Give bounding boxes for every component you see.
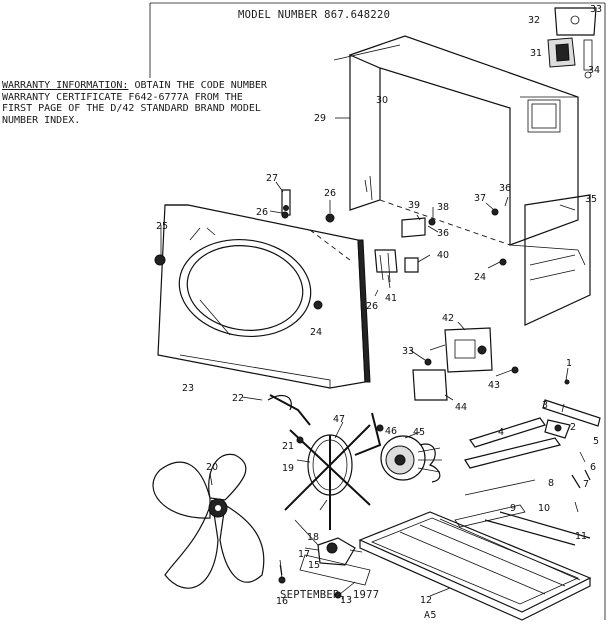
callout-43: 43 bbox=[488, 380, 500, 391]
callout-33-top: 33 bbox=[590, 4, 602, 15]
callout-46: 46 bbox=[385, 426, 397, 437]
callout-36-right: 36 bbox=[499, 183, 511, 194]
callout-6: 6 bbox=[590, 462, 596, 473]
callout-36-center: 36 bbox=[437, 228, 449, 239]
publication-date: SEPTEMBER, 1977 bbox=[280, 589, 380, 601]
motor-mount-bracket bbox=[299, 537, 371, 586]
callout-8: 8 bbox=[548, 478, 554, 489]
callout-5: 5 bbox=[593, 436, 599, 447]
callout-22: 22 bbox=[232, 393, 244, 404]
callout-26-center: 26 bbox=[366, 301, 378, 312]
fan-blade bbox=[152, 453, 265, 589]
callout-45: 45 bbox=[413, 427, 425, 438]
callout-2: 2 bbox=[570, 422, 576, 433]
callout-26-left: 26 bbox=[256, 207, 268, 218]
mounting-strap bbox=[267, 395, 292, 411]
callout-18: 18 bbox=[307, 532, 319, 543]
callout-33-middle: 33 bbox=[402, 346, 414, 357]
callout-10: 10 bbox=[538, 503, 550, 514]
control-box bbox=[547, 7, 597, 79]
callout-37: 37 bbox=[474, 193, 486, 204]
callout-12: 12 bbox=[420, 595, 432, 606]
callout-27: 27 bbox=[266, 173, 278, 184]
selector-switch bbox=[444, 327, 493, 373]
callout-35: 35 bbox=[585, 194, 597, 205]
warranty-line-4: NUMBER INDEX. bbox=[2, 114, 81, 126]
base-tray bbox=[358, 511, 592, 621]
motor-mount-ring bbox=[269, 394, 382, 530]
callout-20: 20 bbox=[206, 462, 218, 473]
warranty-line-1: OBTAIN THE CODE NUMBER bbox=[128, 80, 267, 91]
warranty-information-note: WARRANTY INFORMATION: OBTAIN THE CODE NU… bbox=[2, 80, 267, 126]
callout-13: 13 bbox=[340, 595, 352, 606]
callout-39: 39 bbox=[408, 200, 420, 211]
callout-11: 11 bbox=[575, 531, 587, 542]
callout-23: 23 bbox=[182, 383, 194, 394]
bracket bbox=[281, 189, 291, 216]
callout-9: 9 bbox=[510, 503, 516, 514]
callout-1: 1 bbox=[566, 358, 572, 369]
side-panel bbox=[524, 194, 591, 326]
callout-24-rear: 24 bbox=[474, 272, 486, 283]
callout-30: 30 bbox=[376, 95, 388, 106]
callout-15: 15 bbox=[308, 560, 320, 571]
callout-29: 29 bbox=[314, 113, 326, 124]
callout-24-front: 24 bbox=[310, 327, 322, 338]
fan-motor bbox=[380, 435, 442, 483]
callout-40: 40 bbox=[437, 250, 449, 261]
slide-rails bbox=[454, 417, 591, 546]
callout-16: 16 bbox=[276, 596, 288, 607]
warranty-heading: WARRANTY INFORMATION: bbox=[2, 80, 129, 91]
cover-plate bbox=[412, 369, 448, 401]
callout-38: 38 bbox=[437, 202, 449, 213]
callout-3: 3 bbox=[542, 400, 548, 411]
callout-labels: 1 2 3 4 5 6 7 8 9 10 11 12 13 15 16 17 1… bbox=[156, 4, 602, 607]
callout-19: 19 bbox=[282, 463, 294, 474]
callout-4: 4 bbox=[498, 427, 504, 438]
model-number-heading: MODEL NUMBER 867.648220 bbox=[238, 9, 391, 21]
cabinet-shroud bbox=[348, 35, 586, 266]
callout-31: 31 bbox=[530, 48, 542, 59]
mounting-hardware bbox=[542, 379, 601, 489]
warranty-line-2: WARRANTY CERTIFICATE F642-6777A FROM THE bbox=[2, 91, 243, 103]
front-panel bbox=[157, 204, 371, 389]
callout-21: 21 bbox=[282, 441, 294, 452]
callout-26-top: 26 bbox=[324, 188, 336, 199]
callout-41: 41 bbox=[385, 293, 397, 304]
relay-bracket bbox=[401, 217, 436, 238]
callout-7: 7 bbox=[583, 479, 589, 490]
callout-25: 25 bbox=[156, 221, 168, 232]
warranty-line-3: FIRST PAGE OF THE D/42 STANDARD BRAND MO… bbox=[2, 103, 261, 114]
page-code: A5 bbox=[424, 610, 437, 621]
callout-34: 34 bbox=[588, 65, 600, 76]
callout-32: 32 bbox=[528, 15, 540, 26]
callout-17: 17 bbox=[298, 549, 310, 560]
callout-42: 42 bbox=[442, 313, 454, 324]
callout-44: 44 bbox=[455, 402, 467, 413]
callout-47: 47 bbox=[333, 414, 345, 425]
terminal-block bbox=[374, 249, 419, 283]
leader-lines bbox=[160, 44, 586, 597]
